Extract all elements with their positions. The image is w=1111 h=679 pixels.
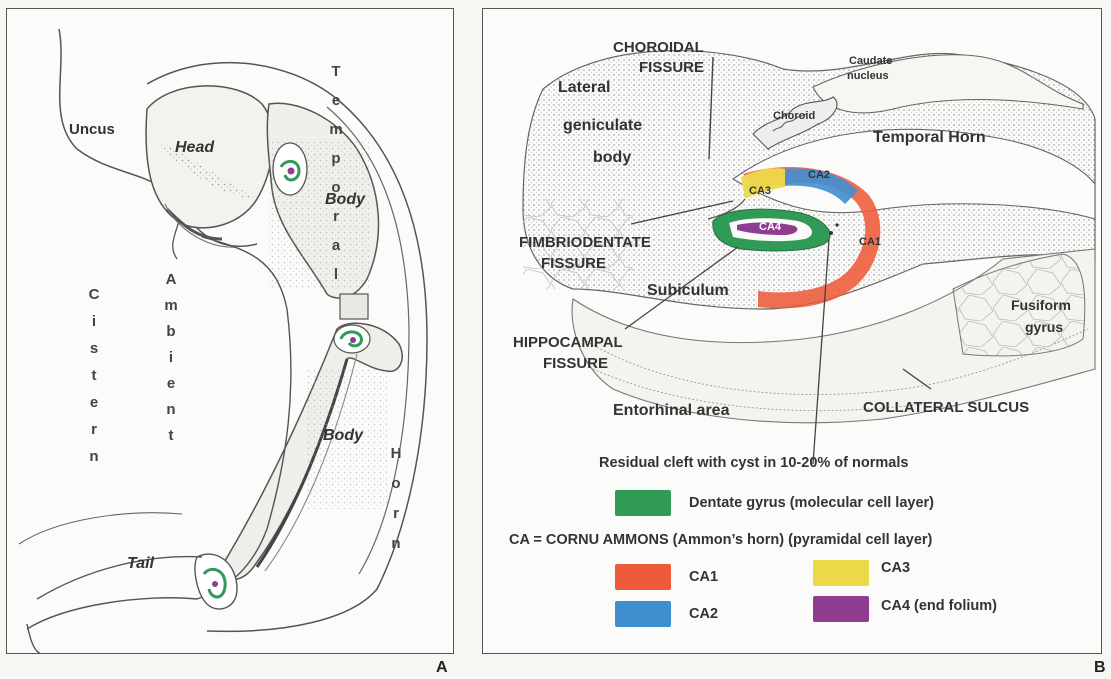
vertical-letter: p [329, 144, 343, 173]
label-fusiform-1: Fusiform [1011, 297, 1071, 313]
legend-label-ca3: CA3 [881, 560, 910, 576]
label-caudate-1: Caudate [849, 55, 892, 67]
legend-swatch-ca2 [615, 601, 671, 627]
legend-swatch-dentate [615, 490, 671, 516]
legend-heading-ca: CA = CORNU AMMONS (Ammon’s horn) (pyrami… [509, 532, 932, 548]
label-head: Head [175, 139, 214, 157]
hippocampus-3d-drawing [7, 9, 454, 654]
vertical-letter: n [389, 529, 403, 559]
label-ca3: CA3 [749, 185, 771, 197]
label-body-lower: Body [323, 427, 363, 445]
vertical-letter: e [164, 371, 178, 397]
legend-label-ca4: CA4 (end folium) [881, 598, 997, 614]
label-temporal-horn: Temporal Horn [873, 129, 986, 147]
vertical-letter: e [87, 389, 101, 416]
vertical-letter: i [164, 345, 178, 371]
label-ca4: CA4 [759, 221, 781, 233]
hippocampus-coronal-drawing [483, 9, 1102, 654]
legend-swatch-ca3 [813, 560, 869, 586]
label-choroidal-fissure-2: FISSURE [639, 59, 704, 76]
vertical-letter: i [87, 308, 101, 335]
vertical-letter: A [164, 267, 178, 293]
vertical-letter: H [389, 439, 403, 469]
vertical-letter: n [164, 397, 178, 423]
label-caudate-2: nucleus [847, 70, 889, 82]
label-ca2: CA2 [808, 169, 830, 181]
panel-a-letter: A [436, 659, 448, 677]
vertical-letter: e [329, 86, 343, 115]
vertical-letter: r [87, 416, 101, 443]
label-hippocampal-2: FISSURE [543, 355, 608, 372]
label-lateral-3: body [593, 149, 631, 167]
vertical-letter: t [164, 423, 178, 449]
vertical-letter: l [329, 260, 343, 289]
vertical-letter: r [389, 499, 403, 529]
vertical-letter: t [87, 362, 101, 389]
label-fusiform-2: gyrus [1025, 319, 1063, 335]
panel-b: CHOROIDAL FISSURE Caudate nucleus Latera… [482, 8, 1102, 654]
vertical-letter: b [164, 319, 178, 345]
label-fimbriodentate-1: FIMBRIODENTATE [519, 234, 651, 251]
label-ca1: CA1 [859, 236, 881, 248]
label-choroidal-fissure-1: CHOROIDAL [613, 39, 704, 56]
vertical-letter: T [329, 57, 343, 86]
label-lateral-1: Lateral [558, 79, 610, 97]
label-tail: Tail [127, 555, 154, 573]
label-uncus: Uncus [69, 121, 115, 138]
label-hippocampal-1: HIPPOCAMPAL [513, 334, 623, 351]
legend-label-ca1: CA1 [689, 569, 718, 585]
label-residual-cleft: Residual cleft with cyst in 10-20% of no… [599, 455, 908, 471]
vertical-letter: m [329, 115, 343, 144]
label-fimbriodentate-2: FISSURE [541, 255, 606, 272]
vertical-letter: o [389, 469, 403, 499]
vertical-letter: m [164, 293, 178, 319]
label-choroid: Choroid [773, 110, 815, 122]
label-lateral-2: geniculate [563, 117, 642, 135]
vertical-letter: s [87, 335, 101, 362]
vertical-letter: a [329, 231, 343, 260]
label-subiculum: Subiculum [647, 282, 729, 300]
vertical-letter: r [329, 202, 343, 231]
label-entorhinal: Entorhinal area [613, 402, 729, 420]
vertical-letter: n [87, 443, 101, 470]
panel-b-letter: B [1094, 659, 1106, 677]
legend-label-ca2: CA2 [689, 606, 718, 622]
legend-label-dentate: Dentate gyrus (molecular cell layer) [689, 495, 934, 511]
vertical-letter: C [87, 281, 101, 308]
label-collateral-sulcus: COLLATERAL SULCUS [863, 399, 1029, 416]
legend-swatch-ca1 [615, 564, 671, 590]
legend-swatch-ca4 [813, 596, 869, 622]
vertical-letter: o [329, 173, 343, 202]
